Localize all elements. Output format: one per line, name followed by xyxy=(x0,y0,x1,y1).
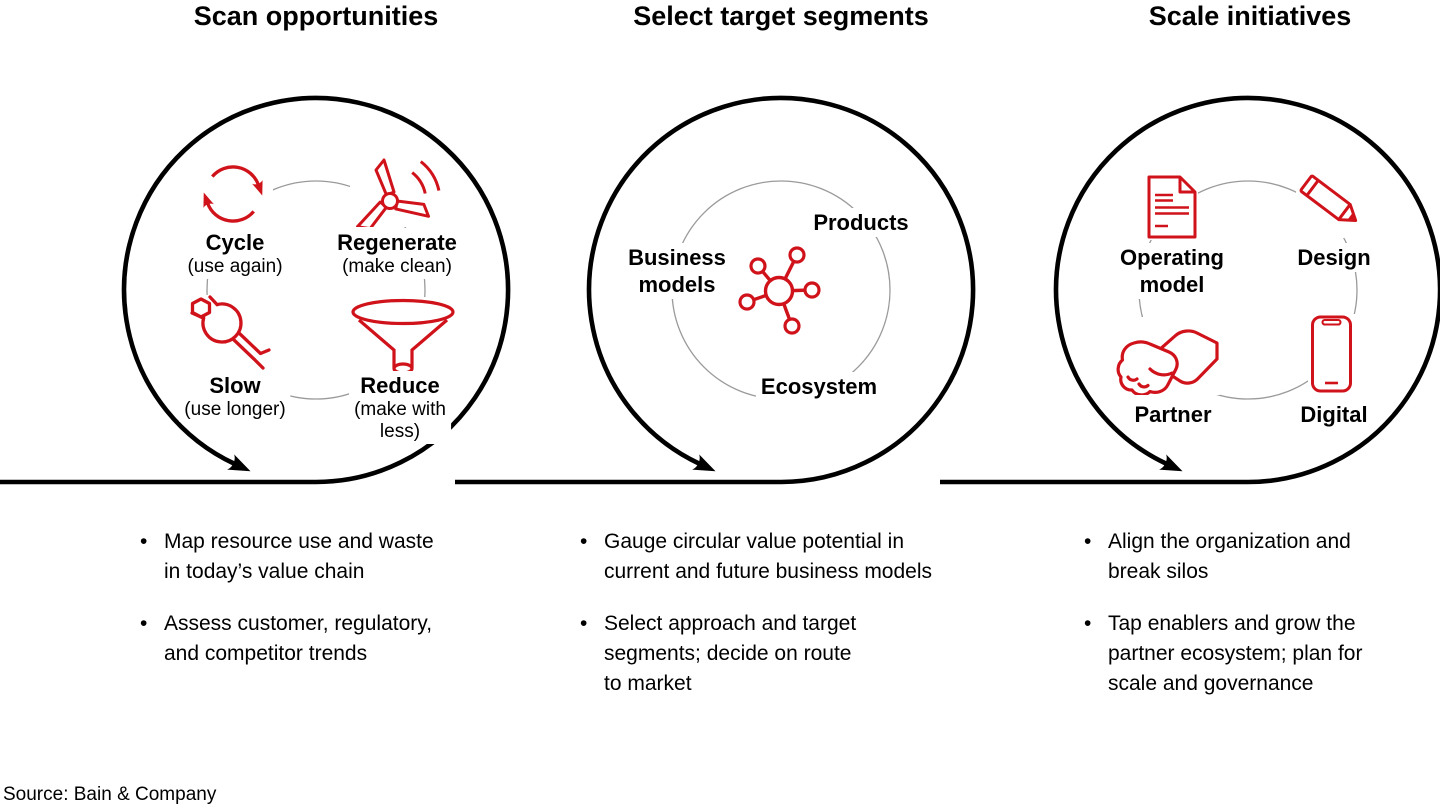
loop-label-reduce: Reduce (make with less) xyxy=(349,371,451,444)
loop-label-title: Products xyxy=(813,210,909,235)
bullet-text: Assess customer, regulatory, and competi… xyxy=(164,612,433,665)
phase-heading-scan: Scan opportunities xyxy=(193,1,439,31)
bullet-list-select: • Gauge circular value potential in curr… xyxy=(580,527,1000,721)
bullet-marker: • xyxy=(140,530,148,553)
loop-label-title: Slow xyxy=(209,373,261,398)
loop-label-slow: Slow (use longer) xyxy=(179,371,291,422)
bullet-marker: • xyxy=(580,612,588,635)
loop-label-business-models: Business models xyxy=(623,243,731,299)
loop-label-title: Regenerate xyxy=(337,230,457,255)
loop-label-operating-model: Operating model xyxy=(1115,243,1229,299)
loop-arrow-1 xyxy=(0,95,511,485)
loop-label-title: Digital xyxy=(1300,402,1368,427)
bullet-item: • Align the organization and break silos xyxy=(1084,527,1434,587)
loop-label-title: Cycle xyxy=(205,230,265,255)
bullet-marker: • xyxy=(580,530,588,553)
bullet-marker: • xyxy=(140,612,148,635)
phase-heading-select: Select target segments xyxy=(633,1,929,31)
loop-label-regenerate: Regenerate (make clean) xyxy=(332,228,462,279)
loop-arrow-3 xyxy=(940,95,1440,485)
loop-label-partner: Partner xyxy=(1129,400,1217,429)
loop-label-title: Reduce xyxy=(360,373,440,398)
loop-label-title: Business models xyxy=(628,245,726,297)
bullet-text: Select approach and target segments; dec… xyxy=(604,612,857,695)
wrench-icon xyxy=(184,295,278,373)
bullet-item: • Select approach and target segments; d… xyxy=(580,609,1000,699)
bullet-marker: • xyxy=(1084,530,1092,553)
loop-label-ecosystem: Ecosystem xyxy=(755,372,883,401)
bullet-list-scan: • Map resource use and waste in today’s … xyxy=(140,527,510,691)
network-icon xyxy=(733,243,829,339)
loop-label-sub: (make with less) xyxy=(354,399,446,442)
loop-label-products: Products xyxy=(808,208,914,237)
loop-label-design: Design xyxy=(1292,243,1376,272)
inner-ring-1 xyxy=(206,180,426,400)
loop-label-title: Operating model xyxy=(1120,245,1224,297)
bullet-marker: • xyxy=(1084,612,1092,635)
loop-label-sub: (use longer) xyxy=(184,399,286,420)
loop-label-digital: Digital xyxy=(1295,400,1373,429)
wind-turbine-icon xyxy=(350,155,444,227)
bullet-text: Align the organization and break silos xyxy=(1108,530,1351,583)
bullet-item: • Assess customer, regulatory, and compe… xyxy=(140,609,510,669)
bullet-item: • Gauge circular value potential in curr… xyxy=(580,527,1000,587)
document-icon xyxy=(1146,174,1198,240)
bullet-item: • Tap enablers and grow the partner ecos… xyxy=(1084,609,1434,699)
loop-label-sub: (use again) xyxy=(187,256,283,277)
smartphone-icon xyxy=(1308,314,1356,395)
bullet-text: Map resource use and waste in today’s va… xyxy=(164,530,434,583)
handshake-icon xyxy=(1114,317,1220,395)
bullet-text: Gauge circular value potential in curren… xyxy=(604,530,933,583)
loop-arrow-2 xyxy=(455,95,976,485)
bullet-list-scale: • Align the organization and break silos… xyxy=(1084,527,1434,721)
loop-label-title: Ecosystem xyxy=(760,374,878,399)
bullet-item: • Map resource use and waste in today’s … xyxy=(140,527,510,587)
loop-label-title: Partner xyxy=(1134,402,1212,427)
source-note: Source: Bain & Company xyxy=(3,784,217,805)
pencil-icon xyxy=(1296,168,1368,238)
loop-label-sub: (make clean) xyxy=(342,256,452,277)
loop-label-title: Design xyxy=(1297,245,1371,270)
phase-heading-scale: Scale initiatives xyxy=(1148,1,1352,31)
bullet-text: Tap enablers and grow the partner ecosys… xyxy=(1108,612,1363,695)
funnel-icon xyxy=(349,297,457,377)
cycle-arrows-icon xyxy=(193,155,273,233)
loop-label-cycle: Cycle (use again) xyxy=(182,228,288,279)
